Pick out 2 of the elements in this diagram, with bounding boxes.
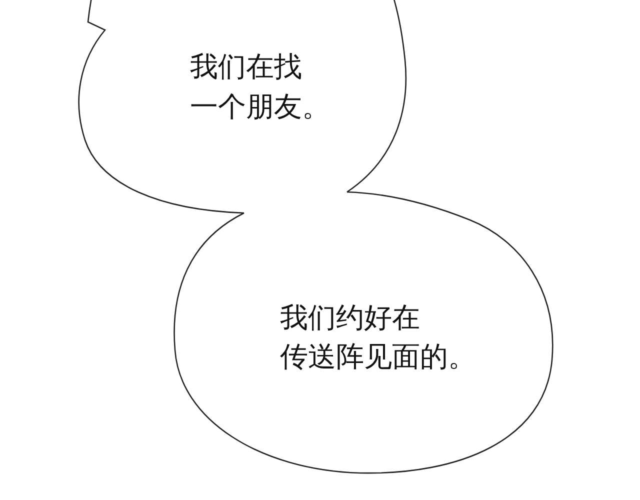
- dialogue-text: 我们约好在传送阵见面的。: [280, 300, 476, 375]
- dialogue-text: 我们在找一个朋友。: [190, 49, 330, 125]
